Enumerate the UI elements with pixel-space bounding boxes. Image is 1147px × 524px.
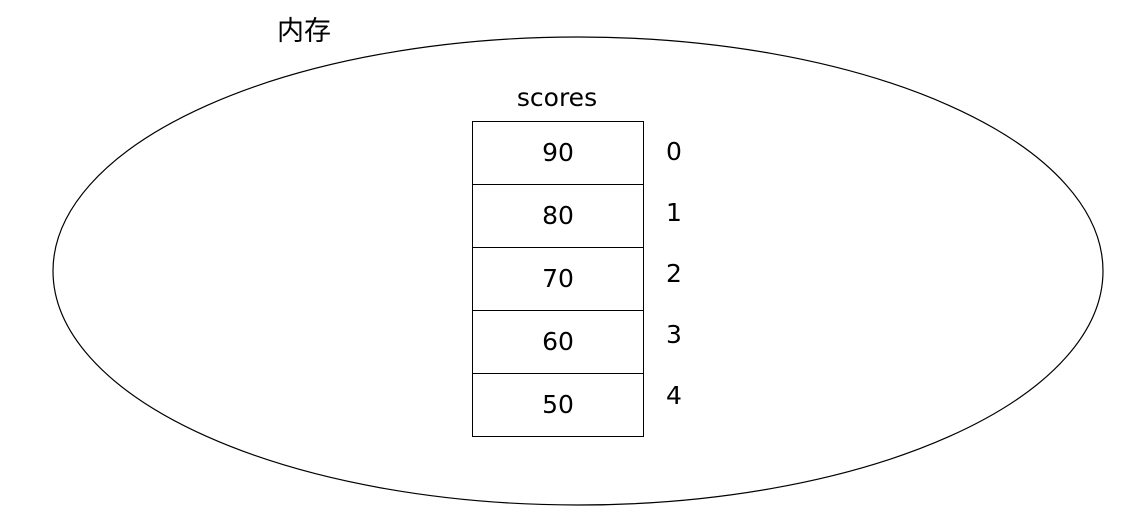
table-row: 80: [472, 184, 644, 248]
array-name-label: scores: [516, 83, 598, 112]
array-index-label-4: 4: [666, 381, 682, 410]
array-index-label-0: 0: [666, 137, 682, 166]
array-cell-value-1: 80: [472, 184, 644, 248]
memory-label: 内存: [277, 16, 331, 47]
array-index-label-3: 3: [666, 320, 682, 349]
array-cell-value-4: 50: [472, 373, 644, 437]
array-index-column: 0 1 2 3 4: [658, 121, 698, 426]
array-cell-value-3: 60: [472, 310, 644, 374]
array-index-label-1: 1: [666, 198, 682, 227]
table-row: 60: [472, 310, 644, 374]
array-index-label-2: 2: [666, 259, 682, 288]
array-cells-table: 90 80 70 60 50: [472, 121, 644, 437]
table-row: 50: [472, 373, 644, 437]
table-row: 90: [472, 121, 644, 185]
table-row: 70: [472, 247, 644, 311]
array-cell-value-2: 70: [472, 247, 644, 311]
array-cell-value-0: 90: [472, 121, 644, 185]
